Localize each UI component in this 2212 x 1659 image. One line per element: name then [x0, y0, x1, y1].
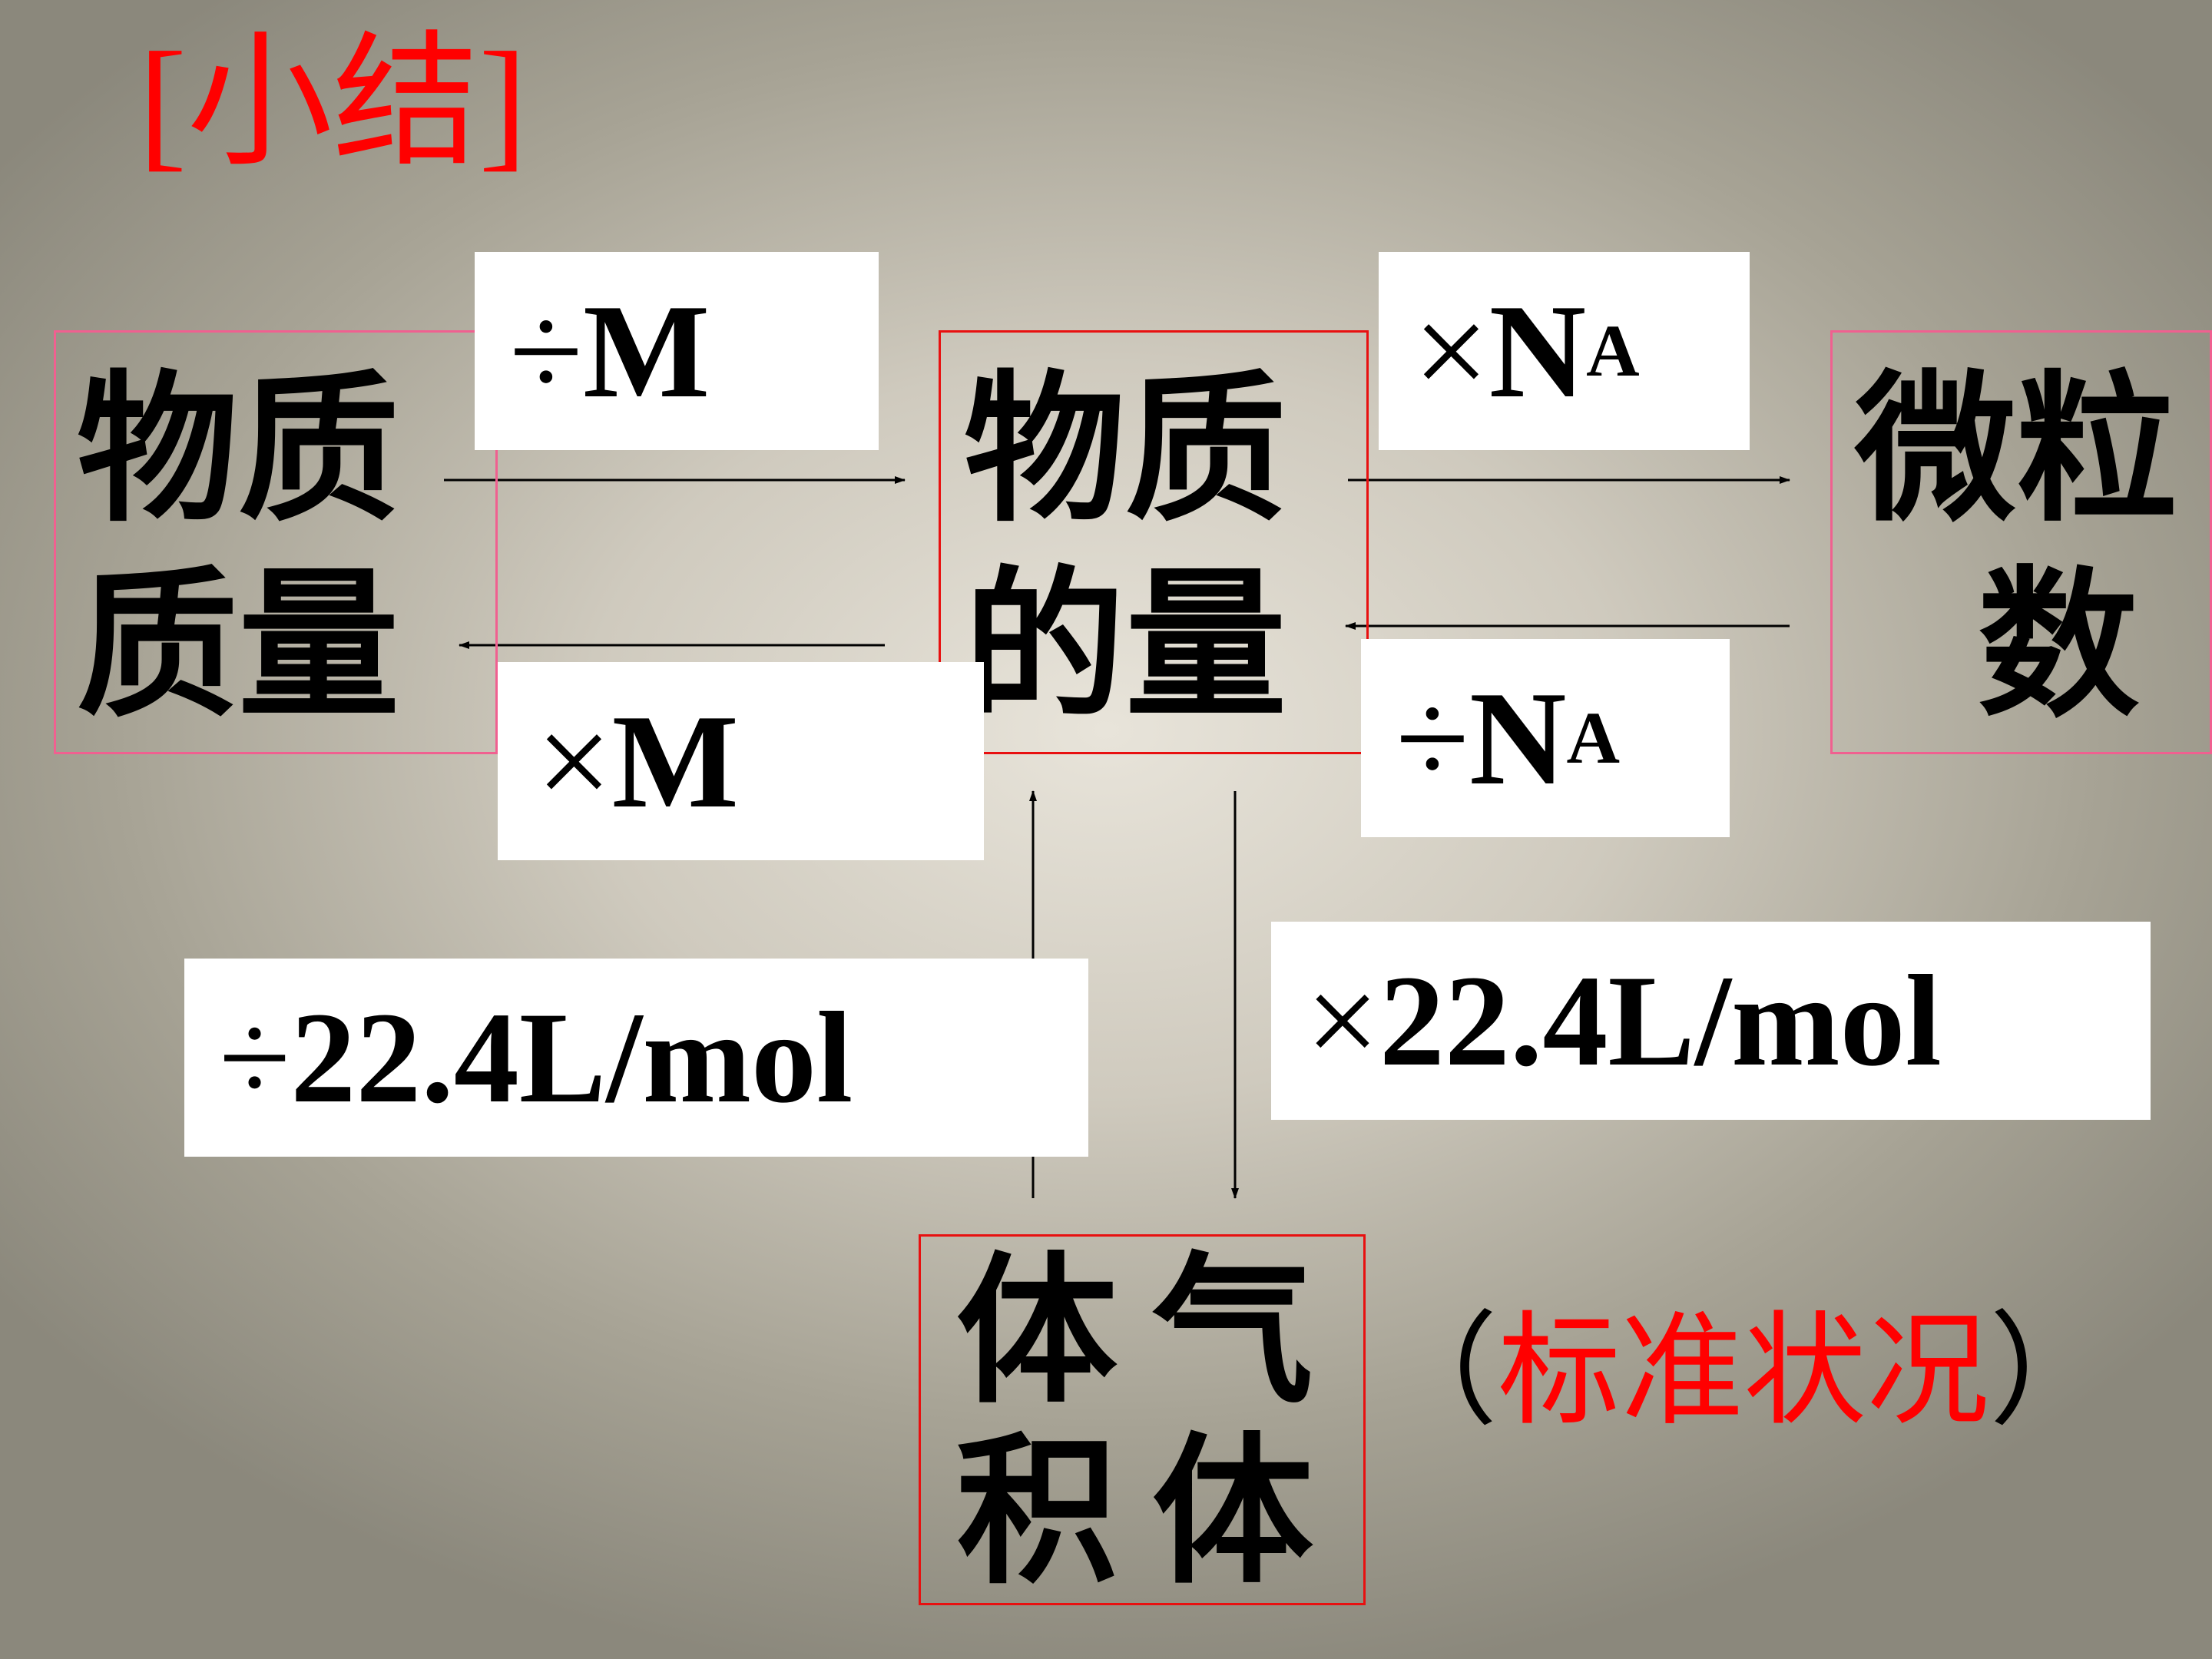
node-volume-col1: 体积: [956, 1236, 1118, 1606]
label-divide-m: ÷M: [475, 252, 879, 450]
node-mass-box: [54, 330, 498, 754]
label-var: N: [1488, 276, 1587, 426]
label-var: 22.4L/mol: [1379, 948, 1942, 1093]
node-mass-line1: 物质: [77, 354, 400, 544]
times-sign: ×: [1306, 948, 1379, 1093]
divide-sign: ÷: [509, 276, 584, 426]
node-volume-box: [919, 1234, 1366, 1605]
node-moles-box: [939, 330, 1369, 754]
times-sign: ×: [1413, 276, 1489, 426]
node-particles-box: [1830, 330, 2212, 754]
label-var: M: [583, 276, 710, 426]
label-var: M: [611, 686, 739, 836]
node-volume-col2: 气体: [1152, 1236, 1314, 1606]
node-particles-line1: 微粒: [1855, 354, 2178, 544]
standard-conditions-note: （标准状况）: [1375, 1310, 2112, 1432]
paren-close: ）: [1989, 1299, 2113, 1442]
node-moles-line1: 物质: [964, 354, 1287, 544]
standard-conditions-text: 标准状况: [1498, 1299, 1990, 1442]
page-title: [小结]: [138, 23, 528, 184]
label-divide-molar-volume: ÷22.4L/mol: [184, 959, 1088, 1157]
times-sign: ×: [536, 686, 612, 836]
divide-sign: ÷: [1396, 663, 1470, 813]
node-particles-line2: 数: [1978, 550, 2140, 740]
node-moles-line2: 的量: [964, 550, 1287, 740]
label-times-m: ×M: [498, 662, 984, 860]
label-var: N: [1469, 663, 1567, 813]
label-var: 22.4L/mol: [290, 985, 853, 1130]
label-times-molar-volume: ×22.4L/mol: [1271, 922, 2151, 1120]
divide-sign: ÷: [219, 985, 291, 1130]
node-mass-line2: 质量: [77, 550, 400, 740]
paren-open: （: [1375, 1299, 1498, 1442]
